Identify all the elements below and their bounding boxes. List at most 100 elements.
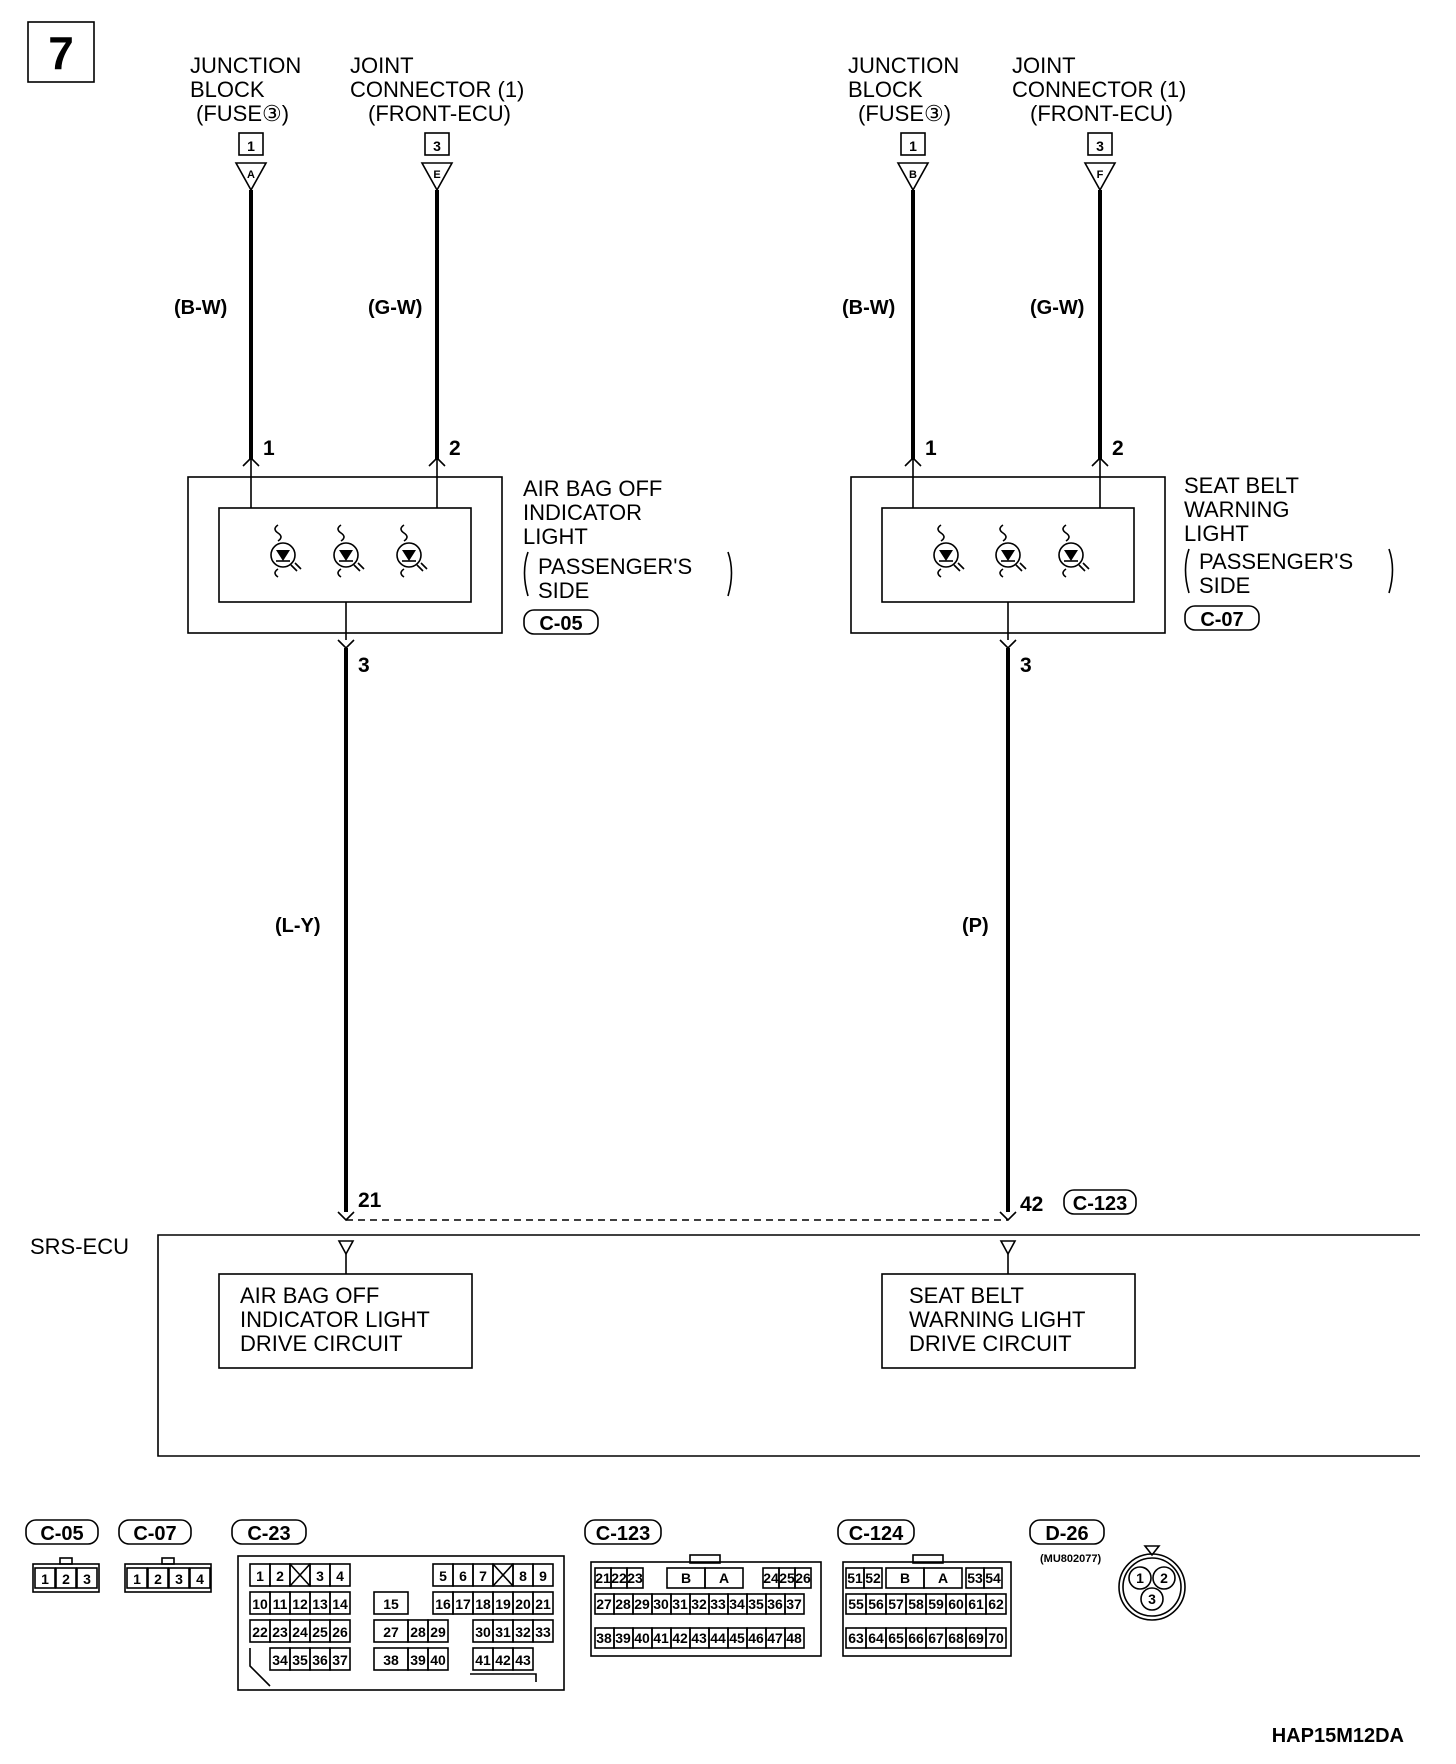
svg-text:36: 36 (767, 1596, 783, 1612)
svg-text:4: 4 (196, 1571, 204, 1587)
svg-text:C-23: C-23 (247, 1523, 290, 1545)
svg-text:62: 62 (988, 1596, 1004, 1612)
svg-text:13: 13 (312, 1596, 328, 1612)
svg-text:31: 31 (672, 1596, 688, 1612)
svg-text:58: 58 (908, 1596, 924, 1612)
svg-text:27: 27 (596, 1596, 612, 1612)
svg-text:39: 39 (410, 1652, 426, 1668)
svg-text:21: 21 (595, 1570, 611, 1586)
svg-text:A: A (938, 1570, 948, 1586)
svg-text:INDICATOR LIGHT: INDICATOR LIGHT (240, 1307, 430, 1332)
svg-text:F: F (1097, 169, 1104, 181)
svg-text:DRIVE CIRCUIT: DRIVE CIRCUIT (240, 1331, 403, 1356)
right-comp-pin1: 1 (925, 437, 937, 460)
svg-text:28: 28 (615, 1596, 631, 1612)
left-source1-pin: 1 A (234, 132, 268, 192)
svg-text:CONNECTOR (1): CONNECTOR (1) (1012, 77, 1186, 102)
svg-text:67: 67 (928, 1630, 944, 1646)
svg-text:53: 53 (967, 1570, 983, 1586)
ecu-connector-tag: C-123 (1063, 1189, 1137, 1215)
left-junction-block-label: JUNCTION BLOCK (FUSE③) (190, 53, 301, 126)
svg-text:CONNECTOR (1): CONNECTOR (1) (350, 77, 524, 102)
svg-text:WARNING LIGHT: WARNING LIGHT (909, 1307, 1085, 1332)
svg-text:3: 3 (83, 1571, 91, 1587)
left-wire-ly-label: (L-Y) (275, 915, 321, 937)
led-icon (333, 524, 365, 578)
svg-text:(FRONT-ECU): (FRONT-ECU) (1030, 101, 1173, 126)
ecu-pin-42: 42 (1020, 1193, 1043, 1216)
svg-text:SEAT BELT: SEAT BELT (909, 1283, 1024, 1308)
left-circuit: JUNCTION BLOCK (FUSE③) JOINT CONNECTOR (… (174, 53, 733, 1222)
svg-text:42: 42 (495, 1652, 511, 1668)
svg-text:55: 55 (848, 1596, 864, 1612)
svg-text:3: 3 (175, 1571, 183, 1587)
left-comp-pin2: 2 (449, 437, 461, 460)
svg-text:37: 37 (332, 1652, 348, 1668)
right-wire-p-label: (P) (962, 915, 989, 937)
svg-text:37: 37 (786, 1596, 802, 1612)
right-circuit: JUNCTION BLOCK (FUSE③) JOINT CONNECTOR (… (842, 53, 1394, 1222)
svg-text:9: 9 (539, 1568, 547, 1584)
svg-text:40: 40 (430, 1652, 446, 1668)
svg-text:PASSENGER'S: PASSENGER'S (1199, 549, 1353, 574)
svg-text:56: 56 (868, 1596, 884, 1612)
svg-text:7: 7 (479, 1568, 487, 1584)
right-joint-connector-label: JOINT CONNECTOR (1) (FRONT-ECU) (1012, 53, 1186, 126)
svg-text:SIDE: SIDE (538, 578, 589, 603)
left-source2-pin: 3 E (420, 132, 454, 192)
srs-ecu: SRS-ECU AIR BAG OFF INDICATOR LIGHT DRIV… (30, 1234, 1420, 1457)
svg-text:34: 34 (272, 1652, 288, 1668)
svg-text:3: 3 (1096, 138, 1104, 154)
svg-text:(FUSE③): (FUSE③) (858, 101, 951, 126)
svg-text:41: 41 (653, 1630, 669, 1646)
svg-text:43: 43 (515, 1652, 531, 1668)
svg-text:11: 11 (273, 1596, 288, 1612)
svg-text:D-26: D-26 (1045, 1523, 1088, 1545)
svg-text:1: 1 (909, 138, 917, 154)
svg-text:C-123: C-123 (596, 1523, 650, 1545)
svg-text:35: 35 (748, 1596, 764, 1612)
svg-text:C-07: C-07 (1200, 609, 1243, 631)
svg-text:(FRONT-ECU): (FRONT-ECU) (368, 101, 511, 126)
right-wire-gw-label: (G-W) (1030, 297, 1084, 319)
svg-text:48: 48 (786, 1630, 802, 1646)
svg-text:64: 64 (868, 1630, 884, 1646)
svg-text:DRIVE CIRCUIT: DRIVE CIRCUIT (909, 1331, 1072, 1356)
left-output-pin: 3 (358, 654, 370, 677)
svg-text:(MU802077): (MU802077) (1040, 1553, 1101, 1565)
left-joint-connector-label: JOINT CONNECTOR (1) (FRONT-ECU) (350, 53, 524, 126)
svg-text:14: 14 (332, 1596, 348, 1612)
svg-text:31: 31 (495, 1624, 511, 1640)
svg-text:12: 12 (292, 1596, 308, 1612)
right-component-label: SEAT BELT WARNING LIGHT PASSENGER'S SIDE… (1184, 473, 1394, 631)
led-icon (995, 524, 1027, 578)
svg-text:70: 70 (988, 1630, 1004, 1646)
svg-text:44: 44 (710, 1630, 726, 1646)
svg-text:17: 17 (455, 1596, 471, 1612)
svg-text:PASSENGER'S: PASSENGER'S (538, 554, 692, 579)
connector-d26: D-26 (MU802077) 1 2 3 (1029, 1519, 1186, 1621)
svg-text:B: B (909, 169, 917, 181)
svg-text:15: 15 (383, 1596, 399, 1612)
right-wire-bw-label: (B-W) (842, 297, 895, 319)
svg-text:47: 47 (767, 1630, 783, 1646)
svg-text:25: 25 (779, 1570, 795, 1586)
svg-text:19: 19 (495, 1596, 511, 1612)
connector-c123: C-123 21 22 23 B A 24 25 26 27 28 29 30 … (584, 1519, 822, 1657)
svg-text:INDICATOR: INDICATOR (523, 500, 642, 525)
svg-text:A: A (719, 1570, 729, 1586)
svg-text:LIGHT: LIGHT (1184, 521, 1249, 546)
right-source2-pin: 3 F (1083, 132, 1117, 192)
svg-text:1: 1 (41, 1571, 49, 1587)
left-wire-bw-label: (B-W) (174, 297, 227, 319)
left-comp-pin1: 1 (263, 437, 275, 460)
image-code: HAP15M12DA (1272, 1725, 1404, 1747)
svg-text:2: 2 (154, 1571, 162, 1587)
right-comp-pin2: 2 (1112, 437, 1124, 460)
svg-text:60: 60 (948, 1596, 964, 1612)
svg-text:B: B (681, 1570, 691, 1586)
page-number: 7 (27, 21, 95, 83)
svg-text:BLOCK: BLOCK (190, 77, 265, 102)
svg-text:59: 59 (928, 1596, 944, 1612)
svg-text:6: 6 (459, 1568, 467, 1584)
